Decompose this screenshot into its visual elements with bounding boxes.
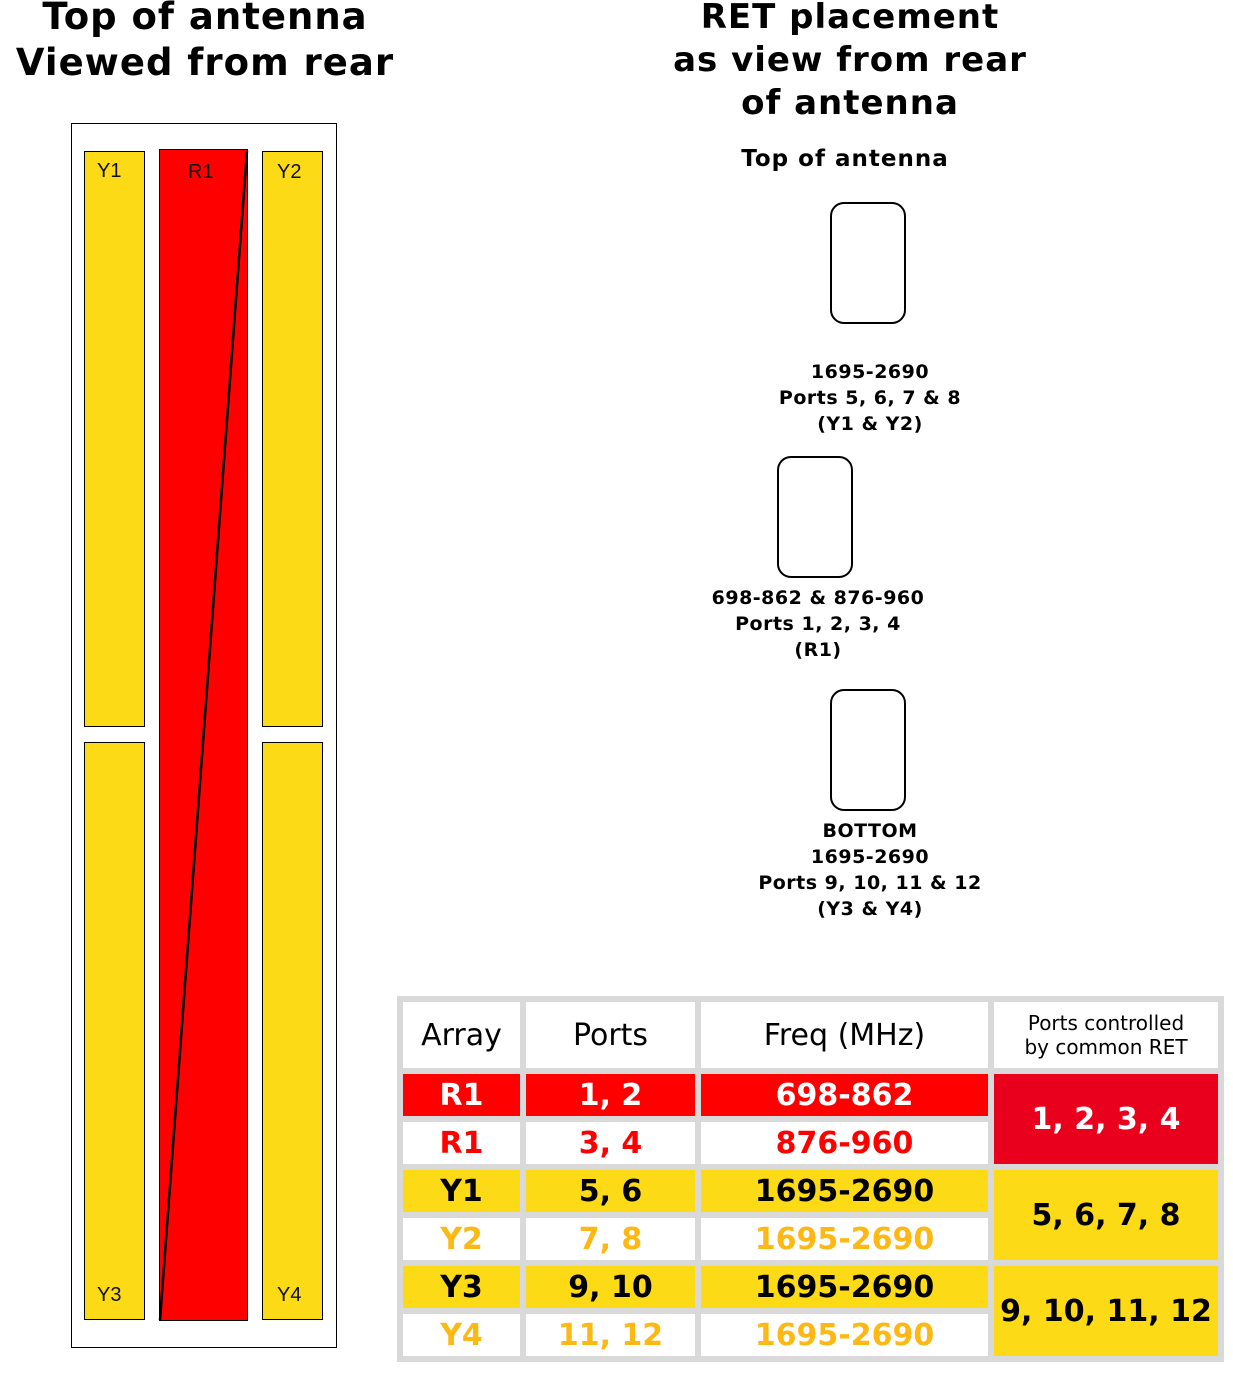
- panel-y4-label: Y4: [277, 1284, 302, 1306]
- cell-array: R1: [403, 1074, 520, 1116]
- ret-3-freq: 1695-2690: [810, 846, 930, 868]
- header-ports: Ports: [526, 1002, 695, 1068]
- cell-ports: 3, 4: [526, 1122, 695, 1164]
- cell-freq: 1695-2690: [701, 1170, 988, 1212]
- cell-freq: 1695-2690: [701, 1218, 988, 1260]
- table-row: Y3 9, 10 1695-2690 9, 10, 11, 12: [403, 1266, 1218, 1356]
- ret-box-2: [777, 456, 853, 578]
- panel-y4: [262, 742, 323, 1320]
- right-title-line-1: RET placement: [700, 0, 1000, 37]
- header-array: Array: [403, 1002, 520, 1068]
- cell-array: Y4: [403, 1314, 520, 1356]
- cell-ports: 5, 6: [526, 1170, 695, 1212]
- ret-3-position: BOTTOM: [822, 820, 918, 842]
- cell-ports: 11, 12: [526, 1314, 695, 1356]
- cell-common-ret-r1: 1, 2, 3, 4: [994, 1074, 1218, 1164]
- ret-1-ports: Ports 5, 6, 7 & 8: [778, 387, 962, 409]
- ret-1-freq: 1695-2690: [810, 361, 930, 383]
- cell-ports: 7, 8: [526, 1218, 695, 1260]
- cell-array: Y1: [403, 1170, 520, 1212]
- ret-box-1: [830, 202, 906, 324]
- panel-y3-label: Y3: [97, 1284, 122, 1306]
- table-row: R1 3, 4 876-960: [403, 1122, 1218, 1164]
- table-row: R1 1, 2 698-862 1, 2, 3, 4: [403, 1074, 1218, 1164]
- ret-1-arrays: (Y1 & Y2): [817, 413, 923, 435]
- ret-top-label: Top of antenna: [741, 146, 949, 172]
- left-title-line-2: Viewed from rear: [15, 41, 395, 84]
- ret-3-label: BOTTOM 1695-2690 Ports 9, 10, 11 & 12 (Y…: [720, 818, 1020, 922]
- ret-2-ports: Ports 1, 2, 3, 4: [735, 613, 901, 635]
- cell-array: R1: [403, 1122, 520, 1164]
- header-common-line-2: by common RET: [1024, 1035, 1188, 1059]
- panel-r1-label: R1: [188, 161, 214, 183]
- right-title: RET placement as view from rear of anten…: [640, 0, 1060, 125]
- header-common-ret: Ports controlled by common RET: [994, 1002, 1218, 1068]
- cell-freq: 698-862: [701, 1074, 988, 1116]
- right-title-line-3: of antenna: [741, 83, 959, 123]
- ret-2-freq: 698-862 & 876-960: [711, 587, 925, 609]
- header-common-line-1: Ports controlled: [1027, 1011, 1185, 1035]
- panel-y2-label: Y2: [277, 161, 302, 183]
- cell-common-ret-y1y2: 5, 6, 7, 8: [994, 1170, 1218, 1260]
- header-freq: Freq (MHz): [701, 1002, 988, 1068]
- table-row: Y4 11, 12 1695-2690: [403, 1314, 1218, 1356]
- cell-array: Y3: [403, 1266, 520, 1308]
- table-row: Y1 5, 6 1695-2690 5, 6, 7, 8: [403, 1170, 1218, 1260]
- ret-3-arrays: (Y3 & Y4): [817, 898, 923, 920]
- cell-array: Y2: [403, 1218, 520, 1260]
- ret-1-label: 1695-2690 Ports 5, 6, 7 & 8 (Y1 & Y2): [740, 359, 1000, 437]
- cell-freq: 1695-2690: [701, 1266, 988, 1308]
- port-table: Array Ports Freq (MHz) Ports controlled …: [397, 996, 1224, 1362]
- left-title-line-1: Top of antenna: [42, 0, 368, 38]
- table-row: Y2 7, 8 1695-2690: [403, 1218, 1218, 1260]
- left-title: Top of antenna Viewed from rear: [0, 0, 410, 86]
- panel-y2: [262, 151, 323, 727]
- cell-ports: 9, 10: [526, 1266, 695, 1308]
- panel-y1-label: Y1: [97, 160, 122, 182]
- cell-common-ret-y3y4: 9, 10, 11, 12: [994, 1266, 1218, 1356]
- right-title-line-2: as view from rear: [673, 40, 1027, 80]
- ret-2-label: 698-862 & 876-960 Ports 1, 2, 3, 4 (R1): [688, 585, 948, 663]
- panel-y1: [84, 151, 145, 727]
- cell-ports: 1, 2: [526, 1074, 695, 1116]
- panel-y3: [84, 742, 145, 1320]
- ret-box-3: [830, 689, 906, 811]
- table-header-row: Array Ports Freq (MHz) Ports controlled …: [403, 1002, 1218, 1068]
- cell-freq: 1695-2690: [701, 1314, 988, 1356]
- cell-freq: 876-960: [701, 1122, 988, 1164]
- ret-3-ports: Ports 9, 10, 11 & 12: [758, 872, 982, 894]
- r1-diagonal-line: [158, 150, 249, 1321]
- ret-2-arrays: (R1): [794, 639, 842, 661]
